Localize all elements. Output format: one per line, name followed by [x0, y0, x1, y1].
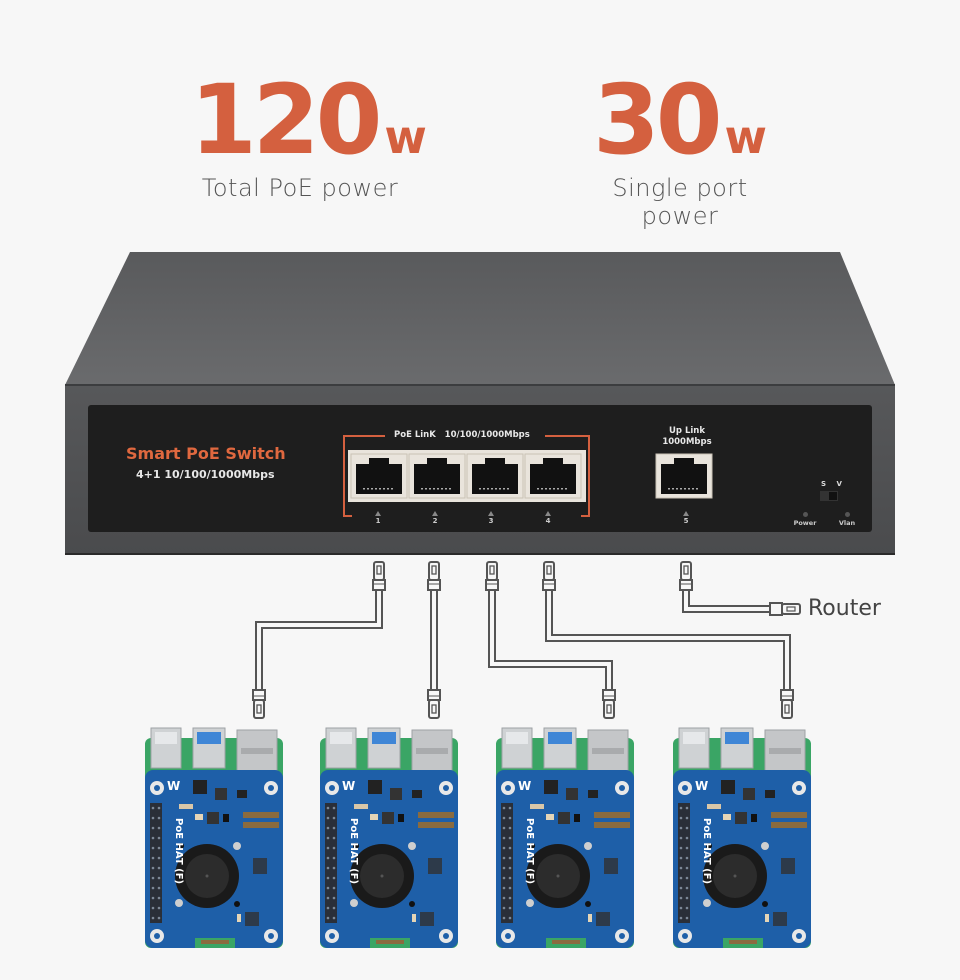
switch-subtitle: 4+1 10/100/1000Mbps [136, 468, 275, 481]
port-number-3: 3 [481, 511, 501, 525]
port-5-indicator-icon [683, 511, 689, 516]
raspberry-pi-board-4 [672, 727, 812, 949]
total-power-value: 120 [190, 64, 382, 176]
uplink-label-line1: Up Link [669, 426, 705, 436]
raspberry-pi-board-3 [495, 727, 635, 949]
board-label-3: PoE HAT (F) [524, 818, 535, 885]
raspberry-pi-board-1 [144, 727, 284, 949]
poe-port-1[interactable] [350, 453, 408, 499]
raspberry-pi-board-2 [319, 727, 459, 949]
uplink-label: Up Link 1000Mbps [648, 426, 726, 448]
board-label-1: PoE HAT (F) [173, 818, 184, 885]
poe-port-4[interactable] [524, 453, 582, 499]
poe-port-2[interactable] [408, 453, 466, 499]
poe-port-3[interactable] [466, 453, 524, 499]
port-power-caption: Single port power [612, 174, 748, 230]
led-vlan: Vlan [832, 512, 862, 527]
board-label-2: PoE HAT (F) [348, 818, 359, 885]
led-power: Power [790, 512, 820, 527]
router-label: Router [808, 596, 881, 621]
vlan-led-icon [844, 512, 850, 517]
total-power-caption: Total PoE power [201, 174, 399, 202]
sv-toggle-label: S V [821, 480, 846, 488]
uplink-label-line2: 1000Mbps [662, 437, 712, 447]
switch-title: Smart PoE Switch [126, 444, 286, 463]
port-power-unit: w [724, 110, 768, 164]
port-power-value: 30 [592, 64, 723, 176]
router-plug [769, 602, 801, 616]
port-3-indicator-icon [488, 511, 494, 516]
port-number-2: 2 [425, 511, 445, 525]
port-number-5: 5 [676, 511, 696, 525]
uplink-port-5[interactable] [655, 453, 713, 499]
port-2-indicator-icon [432, 511, 438, 516]
power-led-icon [802, 512, 808, 517]
switch-top [65, 252, 895, 385]
port-1-indicator-icon [375, 511, 381, 516]
board-label-4: PoE HAT (F) [701, 818, 712, 885]
port-number-4: 4 [538, 511, 558, 525]
port-number-1: 1 [368, 511, 388, 525]
poe-group-label: PoE LinK 10/100/1000Mbps [388, 430, 536, 440]
port-4-indicator-icon [545, 511, 551, 516]
total-power-unit: w [384, 110, 427, 164]
